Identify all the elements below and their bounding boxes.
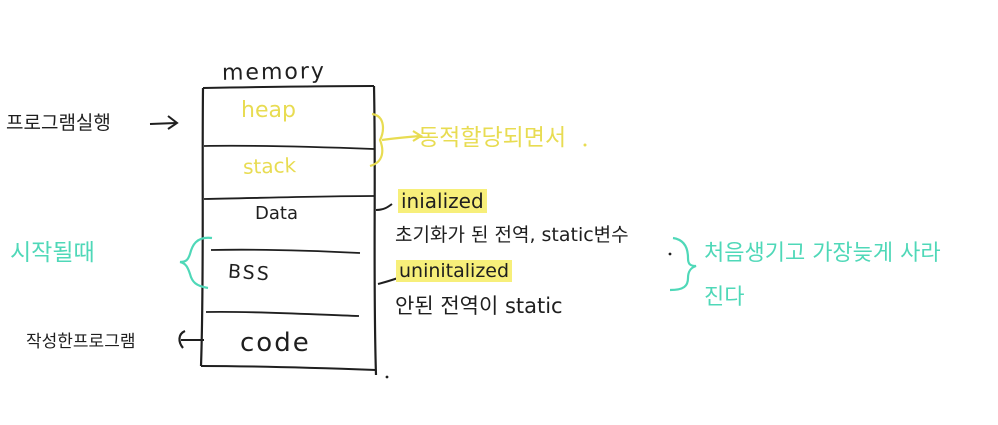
label-lifetime: 처음생기고 가장늦게 사라진다: [704, 241, 941, 310]
arrow-program-run: [149, 122, 177, 125]
memory-box-right-edge: [372, 85, 378, 376]
label-written-program: 작성한프로그램: [26, 332, 136, 352]
arrow-dynamic: [381, 134, 421, 142]
memory-box-top-edge: [202, 85, 375, 89]
connector-data: [375, 203, 393, 211]
memory-title: memory: [221, 59, 327, 86]
label-dynamic-alloc: 동적할당되면서: [418, 125, 567, 151]
highlight-initialized: inialized: [398, 189, 487, 213]
segment-heap-label: heap: [241, 98, 296, 123]
dot-mark: [668, 252, 672, 256]
highlight-uninitialized: uninitalized: [396, 260, 513, 282]
segment-bss-label: BSS: [227, 260, 272, 286]
memory-box-left-edge: [199, 87, 205, 367]
arrow-dynamic-head: [412, 130, 424, 142]
dot-mark: [583, 143, 587, 147]
brace-lifetime: [669, 236, 697, 292]
arrow-program-run-head: [167, 115, 179, 130]
dot-mark: [385, 375, 389, 379]
bracket-code: [178, 329, 186, 349]
segment-data-label: Data: [255, 203, 298, 224]
label-uninitialized-desc: 안된 전역이 static: [395, 294, 563, 318]
brace-start-time: [179, 236, 213, 290]
divider-bss-code: [205, 310, 360, 317]
segment-stack-label: stack: [242, 153, 297, 179]
segment-code-label: code: [240, 328, 311, 358]
label-program-run: 프로그램실행: [6, 112, 111, 134]
divider-data-gap: [210, 248, 361, 254]
label-initialized: inialized: [398, 189, 487, 213]
label-uninitialized: uninitalized: [396, 260, 513, 282]
divider-heap-stack: [203, 144, 375, 150]
label-initialized-desc: 초기화가 된 전역, static변수: [395, 224, 629, 246]
label-start-time: 시작될때: [10, 240, 95, 266]
divider-stack-data: [203, 195, 375, 200]
brace-heap-stack: [369, 112, 385, 168]
memory-box-bottom-edge: [200, 365, 377, 371]
arrow-bss: [377, 277, 399, 285]
